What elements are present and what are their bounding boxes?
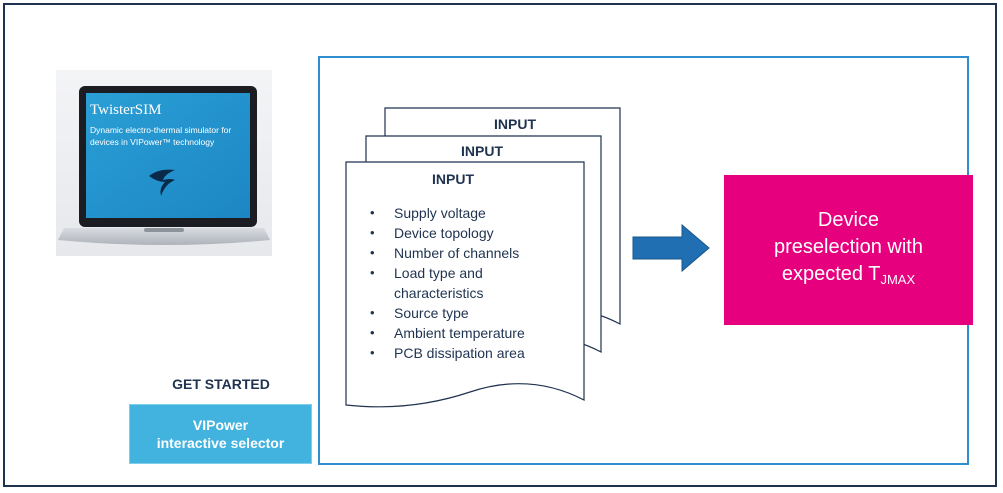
list-item: Source type xyxy=(370,303,544,323)
list-item: Supply voltage xyxy=(370,203,544,223)
input-list: Supply voltage Device topology Number of… xyxy=(370,203,544,363)
result-line2: preselection with xyxy=(774,236,923,258)
input-doc-middle-title: INPUT xyxy=(461,143,503,159)
app-title: TwisterSIM xyxy=(90,102,162,118)
vipower-interactive-selector-button[interactable]: VIPower interactive selector xyxy=(129,404,312,464)
result-line3-text: expected T xyxy=(781,263,881,285)
right-arrow-icon xyxy=(632,223,710,273)
button-label-line1: VIPower xyxy=(192,417,249,433)
app-description: Dynamic electro-thermal simulator for de… xyxy=(90,125,232,147)
list-item: Load type and characteristics xyxy=(370,263,544,303)
list-item: PCB dissipation area xyxy=(370,343,544,363)
list-item: Ambient temperature xyxy=(370,323,544,343)
device-preselection-box: Device preselection with expected TJMAX xyxy=(724,175,973,325)
laptop-illustration xyxy=(56,70,272,256)
result-line1: Device xyxy=(817,209,880,231)
input-doc-back-title: INPUT xyxy=(494,116,536,132)
list-item: Number of channels xyxy=(370,243,544,263)
input-doc-front-title: INPUT xyxy=(432,171,474,187)
result-line3-subscript: JMAX xyxy=(880,272,916,287)
outer-frame xyxy=(3,3,997,487)
result-line3: expected TJMAX xyxy=(724,261,973,293)
button-label-line2: interactive selector xyxy=(156,435,285,451)
get-started-heading: GET STARTED xyxy=(172,376,270,392)
st-twister-logo-icon xyxy=(149,169,175,196)
list-item: Device topology xyxy=(370,223,544,243)
